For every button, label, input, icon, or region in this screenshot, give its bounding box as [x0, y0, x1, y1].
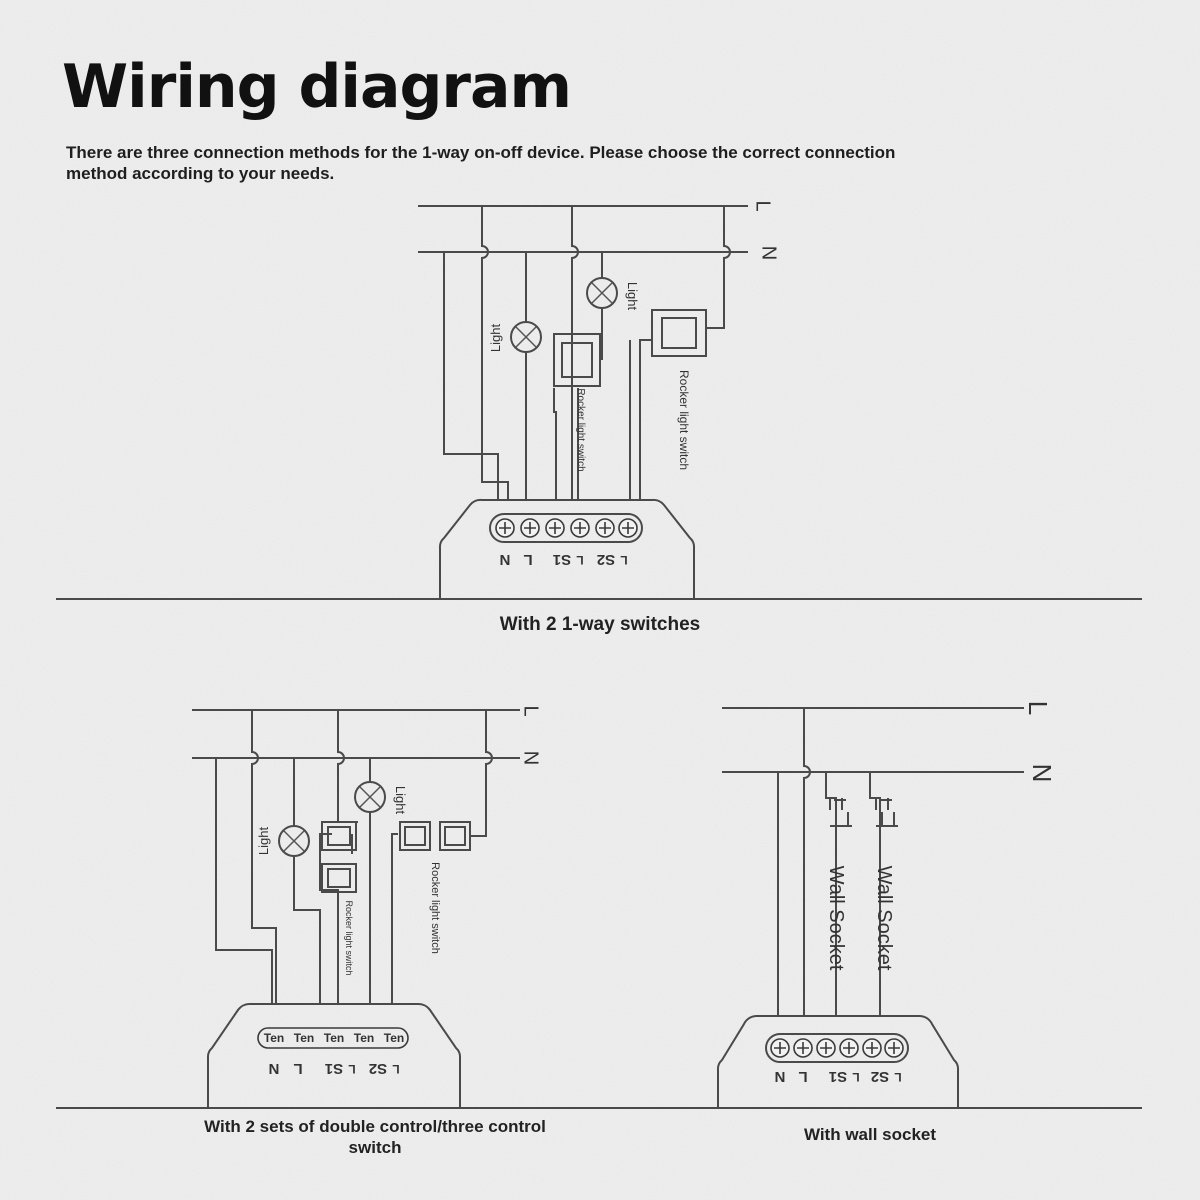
rocker-switch-icon	[553, 333, 601, 387]
light-label: Light	[256, 827, 271, 856]
wall-socket-label: Wall Socket	[873, 866, 895, 971]
light-icon	[354, 781, 386, 813]
terminal-label-s2-mark: L	[392, 1062, 399, 1076]
terminal-label-s1-mark: L	[852, 1070, 859, 1084]
diagram-2-wires	[192, 709, 520, 1108]
screw-terminal-icon	[839, 1038, 859, 1058]
rocker-switch-label: Rocker light switch	[575, 388, 586, 471]
screw-terminal-icon	[793, 1038, 813, 1058]
terminal-label-s1: S1	[829, 1068, 847, 1085]
page-title: Wiring diagram	[62, 52, 572, 122]
rocker-switch-icon	[321, 821, 357, 851]
light-label: Light	[625, 282, 640, 311]
light-label: Light	[393, 786, 408, 815]
light-icon	[278, 825, 310, 857]
terminal-labels: N L S1 L S2 L	[269, 1060, 400, 1077]
rocker-switch-label: Rocker light switch	[677, 370, 691, 470]
terminal-label-s2-mark: L	[620, 553, 627, 567]
wall-socket-icon	[875, 798, 898, 827]
screw-terminal-icon	[520, 518, 540, 538]
screw-terminal-icon	[495, 518, 515, 538]
terminal-label-s1: S1	[553, 551, 571, 568]
page-subtitle: There are three connection methods for t…	[66, 143, 896, 183]
terminal-label-s2-mark: L	[894, 1070, 901, 1084]
terminal-block-tags: Ten Ten Ten Ten Ten	[257, 1027, 409, 1049]
diagram-3-wires	[716, 707, 1024, 1108]
terminal-label-l: L	[523, 551, 532, 568]
terminal-label-s2: S2	[369, 1060, 387, 1077]
device-body-icon	[438, 498, 696, 599]
wall-socket-label: Wall Socket	[825, 866, 847, 971]
neutral-line-label: N	[520, 751, 542, 765]
screw-terminal-icon	[595, 518, 615, 538]
light-label: Light	[488, 324, 503, 353]
terminal-tag: Ten	[324, 1031, 344, 1045]
diagram-caption-double-control: With 2 sets of double control/three cont…	[204, 1117, 546, 1157]
live-line-label: L	[752, 200, 774, 211]
terminal-labels: N L S1 L S2 L	[775, 1068, 902, 1085]
diagram-1-wires	[418, 205, 748, 599]
terminal-label-s1: S1	[325, 1060, 343, 1077]
terminal-label-s1-mark: L	[576, 553, 583, 567]
screw-terminal-icon	[884, 1038, 904, 1058]
terminal-label-s2: S2	[871, 1068, 889, 1085]
live-line-label: L	[1023, 701, 1053, 715]
screw-terminal-icon	[570, 518, 590, 538]
neutral-line-label: N	[1027, 764, 1057, 783]
terminal-tag: Ten	[384, 1031, 404, 1045]
device-body-icon	[716, 1015, 960, 1108]
terminal-label-l: L	[293, 1060, 302, 1077]
rocker-switch-label: Rocker light switch	[344, 900, 354, 975]
light-icon	[586, 277, 618, 309]
rocker-switch-icon	[399, 821, 431, 851]
terminal-label-n: N	[500, 551, 511, 568]
terminal-tag: Ten	[354, 1031, 374, 1045]
screw-terminal-icon	[816, 1038, 836, 1058]
screw-terminal-icon	[618, 518, 638, 538]
neutral-line-label: N	[758, 246, 780, 260]
terminal-label-n: N	[775, 1068, 786, 1085]
screw-terminal-icon	[862, 1038, 882, 1058]
terminal-label-n: N	[269, 1060, 280, 1077]
terminal-label-l: L	[798, 1068, 807, 1085]
terminal-tag: Ten	[294, 1031, 314, 1045]
terminal-labels: N L S1 L S2 L	[500, 551, 628, 568]
screw-terminal-icon	[545, 518, 565, 538]
terminal-label-s1-mark: L	[348, 1062, 355, 1076]
light-icon	[510, 321, 542, 353]
live-line-label: L	[520, 705, 542, 716]
diagram-caption-two-switches: With 2 1-way switches	[499, 614, 701, 635]
screw-terminal-icon	[770, 1038, 790, 1058]
rocker-switch-icon	[439, 821, 471, 851]
rocker-switch-icon	[321, 863, 357, 893]
terminal-tag: Ten	[264, 1031, 284, 1045]
rocker-switch-label: Rocker light switch	[429, 862, 441, 954]
terminal-label-s2: S2	[597, 551, 615, 568]
wall-socket-icon	[829, 798, 852, 827]
diagram-caption-wall-socket: With wall socket	[803, 1125, 937, 1144]
device-body-icon	[206, 1003, 462, 1108]
rocker-switch-icon	[651, 309, 707, 357]
